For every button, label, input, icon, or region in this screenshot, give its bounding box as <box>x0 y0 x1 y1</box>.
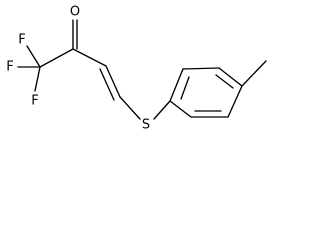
ring-bond-2 <box>182 67 220 70</box>
atom-label-layer: O F F F S <box>6 5 150 133</box>
bond-cf3-to-f-bottom <box>34 66 41 92</box>
bond-layer <box>17 19 267 120</box>
chemical-structure-svg: O F F F S <box>6 5 267 133</box>
sulfur-label: S <box>142 118 150 133</box>
bond-alkene-main <box>105 65 121 98</box>
ring-bond-6 <box>169 100 192 118</box>
oxygen-label: O <box>70 5 80 20</box>
bond-sulfur-to-ring <box>153 100 171 120</box>
ring-inner-bond-1 <box>180 76 190 100</box>
ring-bond-3 <box>218 67 243 87</box>
fluorine-top-label: F <box>18 33 25 48</box>
bond-carbonyl-to-alkene <box>72 48 107 67</box>
ring-bond-4 <box>227 85 243 118</box>
bond-alkene-inner <box>99 68 115 101</box>
ring-bond-1 <box>169 68 184 102</box>
bond-ring-to-methyl <box>241 60 267 87</box>
ring-inner-bond-2 <box>215 74 234 89</box>
chemical-structure-diagram: O F F F S <box>6 4 267 133</box>
bond-vinyl-to-sulfur <box>119 96 141 120</box>
fluorine-bottom-label: F <box>31 94 38 109</box>
fluorine-left-label: F <box>6 60 13 75</box>
bond-cf3-to-f-top <box>26 45 41 68</box>
bond-cf3-to-carbonyl <box>39 48 74 68</box>
